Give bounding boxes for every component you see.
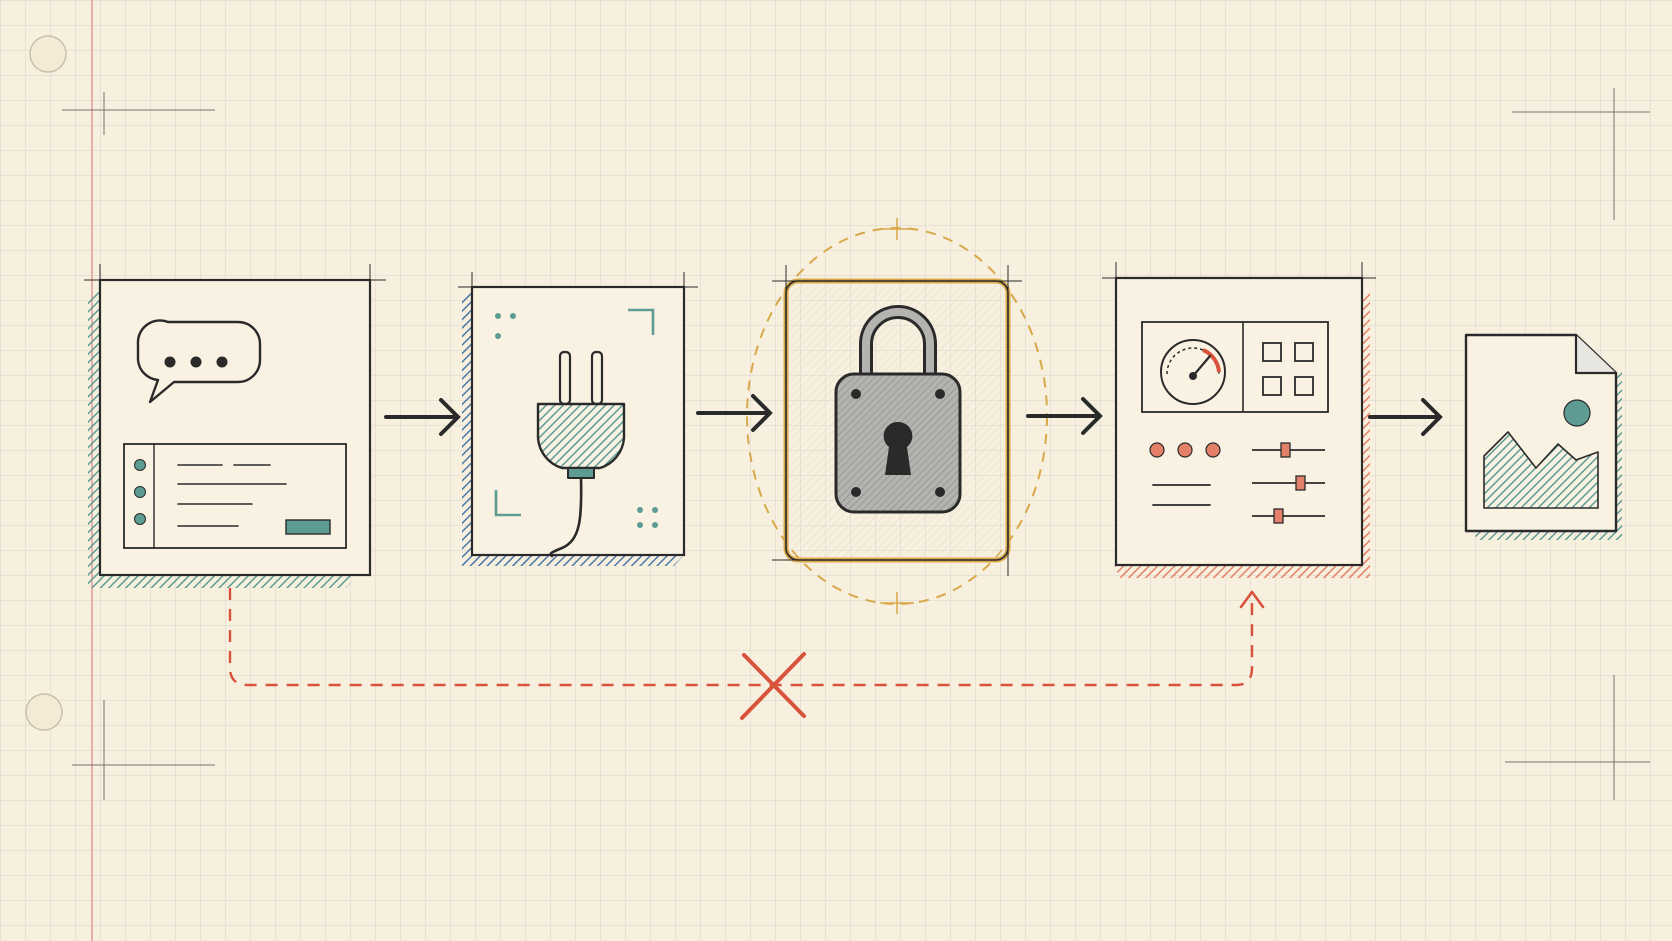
typing-dot-icon — [216, 356, 228, 368]
bypass-dashed-line — [228, 588, 1254, 687]
stage-output-file — [1464, 333, 1622, 540]
stage-security — [746, 218, 1048, 614]
binder-hole-top — [29, 35, 67, 73]
mountains-icon — [1483, 431, 1599, 509]
card-corner-ticks — [458, 272, 698, 298]
typing-dot-icon — [164, 356, 176, 368]
padlock-icon — [834, 305, 962, 514]
status-dots — [1149, 442, 1221, 458]
keyhole-icon — [883, 421, 913, 475]
file-dog-ear — [1574, 335, 1616, 375]
radio-dot-icon — [134, 513, 146, 525]
tile-grid-icon — [1262, 342, 1314, 396]
dashboard-header-panel — [1141, 321, 1329, 413]
binder-hole-bottom — [25, 693, 63, 731]
card-corner-ticks — [772, 265, 1022, 576]
text-lines — [1152, 484, 1211, 506]
flow-arrow-1 — [384, 398, 461, 436]
card-corner-ticks — [84, 264, 386, 292]
mini-window-icon — [123, 443, 347, 549]
speech-bubble-window-icon — [123, 319, 347, 549]
flow-arrow-2 — [696, 394, 773, 432]
stage-dashboard — [1102, 262, 1376, 578]
card-corner-ticks — [1102, 262, 1376, 292]
boundary-ticks — [880, 218, 914, 614]
viewfinder-corners — [494, 308, 655, 517]
bypass-arrowhead-icon — [1239, 590, 1265, 609]
gauge-dashboard-icon — [1160, 339, 1226, 405]
plug-body — [536, 402, 626, 470]
plug-cable — [549, 476, 583, 558]
flow-arrow-4 — [1368, 398, 1443, 436]
dot-grid — [495, 313, 658, 528]
flow-arrows — [384, 394, 1443, 436]
radio-dot-icon — [134, 486, 146, 498]
radio-dot-icon — [134, 459, 146, 471]
flow-arrow-3 — [1026, 397, 1103, 435]
blocked-x-icon — [740, 652, 806, 720]
stage-chat-ui — [84, 264, 386, 588]
stage-connector — [458, 272, 698, 566]
plug-prong — [590, 350, 604, 406]
sun-icon — [1563, 399, 1591, 427]
plug-icon — [536, 350, 626, 558]
registration-marks — [62, 88, 1650, 800]
blocked-bypass-path — [228, 588, 1265, 720]
window-button-icon — [285, 519, 331, 535]
typing-dot-icon — [190, 356, 202, 368]
stage-dashboard-card — [1114, 276, 1364, 567]
plug-prong — [558, 350, 572, 406]
slider-controls-icon — [1252, 442, 1325, 524]
